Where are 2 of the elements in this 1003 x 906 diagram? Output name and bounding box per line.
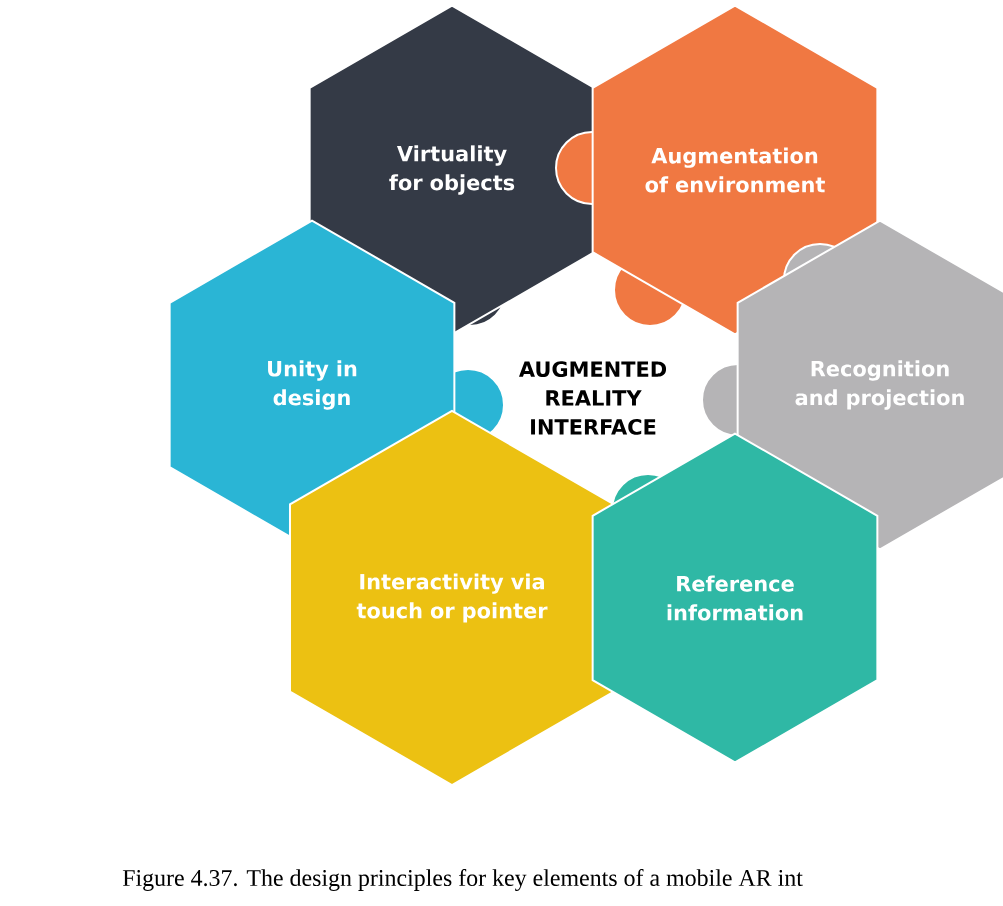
figure-caption: Figure 4.37. The design principles for key elements of a mobile AR int [122, 869, 803, 891]
center-title: AUGMENTED REALITY INTERFACE [519, 361, 667, 435]
